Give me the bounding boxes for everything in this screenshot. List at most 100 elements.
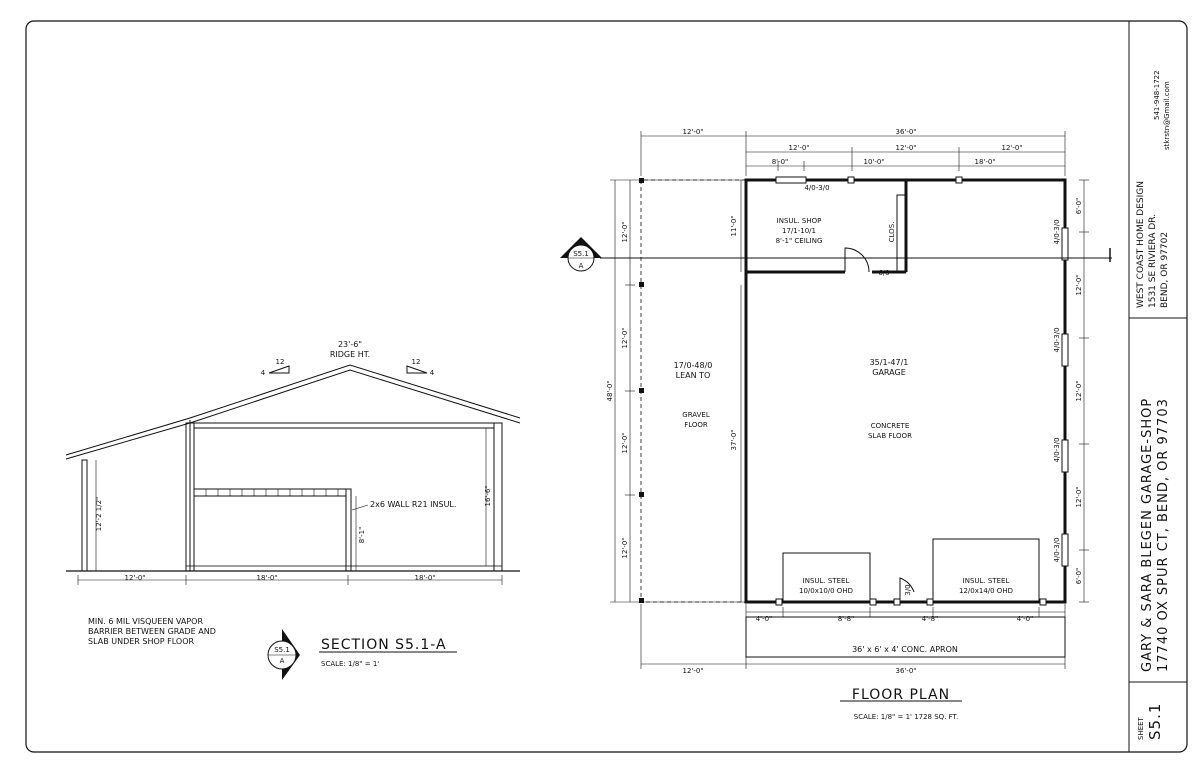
shop-label-1: INSUL. SHOP	[777, 217, 822, 225]
plan-marker-letter: A	[579, 262, 584, 270]
section-loft-floor	[193, 488, 347, 497]
ohd-left-2: 10/0x10/0 OHD	[799, 587, 853, 595]
slope-right-rise: 4	[430, 369, 435, 377]
plan-section-marker	[560, 237, 602, 272]
bottom-dim-3: 4'-8"	[922, 615, 939, 623]
shop-door-swing	[844, 247, 870, 273]
plan-dim-top-18: 18'-0"	[974, 158, 995, 166]
ohd-right-1: INSUL. STEEL	[963, 577, 1010, 585]
right-dim-4: 12'-0"	[1075, 486, 1083, 507]
plan-door-top: 4/0-3/0	[804, 184, 829, 192]
plan-scale: SCALE: 1/8" = 1' 1728 SQ. FT.	[854, 713, 958, 721]
garage-floor-2: SLAB FLOOR	[868, 432, 912, 440]
garage-label-2: GARAGE	[872, 368, 906, 377]
left-dim-3: 12'-0"	[621, 432, 629, 453]
project-line-1: GARY & SARA BLEGEN GARAGE-SHOP	[1140, 398, 1155, 672]
closet	[896, 194, 907, 273]
plan-dim-top-12b: 12'-0"	[895, 144, 916, 152]
plan-marker-sheet: S5.1	[573, 250, 589, 258]
title-block	[1129, 317, 1187, 683]
section-scale: SCALE: 1/8" = 1'	[321, 660, 379, 668]
left-dim-2: 12'-0"	[621, 327, 629, 348]
shop-door-label: 6/0	[878, 269, 889, 277]
vapor-note-3: SLAB UNDER SHOP FLOOR	[88, 637, 195, 646]
apron-label: 36' x 6' x 4' CONC. APRON	[852, 645, 958, 654]
wall-note: 2x6 WALL R21 INSUL.	[370, 500, 456, 509]
section-right-wall	[493, 422, 503, 572]
section-dim-shop: 18'-0"	[256, 574, 277, 582]
closet-label: CLOS.	[888, 222, 896, 243]
lean-floor-2: FLOOR	[684, 421, 708, 429]
garage-floor-1: CONCRETE	[871, 422, 910, 430]
right-dim-5: 6'-0"	[1075, 568, 1083, 585]
section-loft-wall	[345, 488, 352, 572]
company-phone: 541-948-1722	[1153, 70, 1161, 120]
plan-dim-top-lean: 12'-0"	[682, 128, 703, 136]
ohd-left-1: INSUL. STEEL	[803, 577, 850, 585]
slope-left-rise: 4	[261, 369, 266, 377]
section-title: SECTION S5.1-A	[321, 637, 447, 653]
vapor-note-1: MIN. 6 MIL VISQUEEN VAPOR	[88, 617, 203, 626]
slope-right-run: 12	[412, 358, 421, 366]
front-door-label: 3/0	[904, 584, 912, 595]
loft-height: 8'-1"	[358, 527, 366, 544]
sheet-label: SHEET	[1137, 716, 1145, 740]
vapor-note-2: BARRIER BETWEEN GRADE AND	[88, 627, 216, 636]
plan-dim-top-10: 10'-0"	[863, 158, 884, 166]
right-dim-1: 6'-0"	[1075, 198, 1083, 215]
slope-left-symbol	[268, 365, 290, 374]
floor-plan	[560, 131, 1112, 702]
section-view	[65, 364, 521, 680]
ohd-right	[932, 538, 1040, 603]
company-line-2: 1531 SE RIVIERA DR.	[1148, 214, 1158, 308]
ridge-height: 23'-6"	[338, 340, 362, 349]
ohd-right-2: 12/0x14/0 OHD	[959, 587, 1013, 595]
garage-label-1: 35/1-47/1	[870, 358, 909, 367]
lean-height: 12'-2 1/2"	[95, 497, 103, 532]
ridge-label: RIDGE HT.	[330, 350, 370, 359]
plan-dim-top-12a: 12'-0"	[788, 144, 809, 152]
window-label-3: 4/0-3/0	[1053, 437, 1061, 462]
inside-depth-dim: 37'-0"	[730, 429, 738, 450]
plan-title: FLOOR PLAN	[852, 687, 950, 703]
shop-label-3: 8'-1" CEILING	[776, 237, 823, 245]
section-roof-bottom	[65, 369, 521, 460]
lean-label-1: 17/0-48/0	[674, 361, 713, 370]
section-marker-letter: A	[280, 657, 285, 665]
ohd-left	[782, 552, 871, 603]
window-label-4: 4/0-3/0	[1053, 537, 1061, 562]
section-marker-sheet: S5.1	[274, 646, 290, 654]
plan-dim-top-12c: 12'-0"	[1001, 144, 1022, 152]
section-dim-garage: 18'-0"	[414, 574, 435, 582]
eave-height: 16'-6"	[484, 485, 492, 506]
left-dim-4: 12'-0"	[621, 537, 629, 558]
left-total-dim: 48'-0"	[606, 380, 614, 401]
window-label-1: 4/0-3/0	[1053, 219, 1061, 244]
project-line-2: 17740 OX SPUR CT, BEND, OR 97703	[1156, 398, 1171, 672]
slope-right-symbol	[406, 365, 428, 374]
shop-depth-dim: 11'-0"	[730, 215, 738, 236]
sheet-number: S5.1	[1146, 703, 1164, 740]
right-dim-3: 12'-0"	[1075, 380, 1083, 401]
sheet-border	[25, 20, 1188, 753]
plan-dim-top-total: 36'-0"	[895, 128, 916, 136]
company-line-3: BEND, OR 97702	[1160, 232, 1170, 308]
section-slab	[185, 565, 503, 572]
bottom-total-dim: 36'-0"	[895, 667, 916, 675]
company-line-1: WEST COAST HOME DESIGN	[1136, 181, 1146, 308]
bottom-dim-2: 8'-8"	[838, 615, 855, 623]
company-email: stkrstn@Gmail.com	[1163, 81, 1171, 150]
plan-dim-top-8: 8'-0"	[772, 158, 789, 166]
slope-left-run: 12	[276, 358, 285, 366]
section-marker	[267, 629, 300, 680]
bottom-dim-4: 4'-0"	[1017, 615, 1034, 623]
left-dim-1: 12'-0"	[621, 221, 629, 242]
lean-label-2: LEAN TO	[676, 371, 711, 380]
section-roof-top	[65, 364, 521, 456]
window-label-2: 4/0-3/0	[1053, 327, 1061, 352]
shop-label-2: 17/1-10/1	[782, 227, 816, 235]
bottom-lean-dim: 12'-0"	[682, 667, 703, 675]
lean-to-outline	[640, 179, 746, 603]
lean-floor-1: GRAVEL	[682, 411, 710, 419]
